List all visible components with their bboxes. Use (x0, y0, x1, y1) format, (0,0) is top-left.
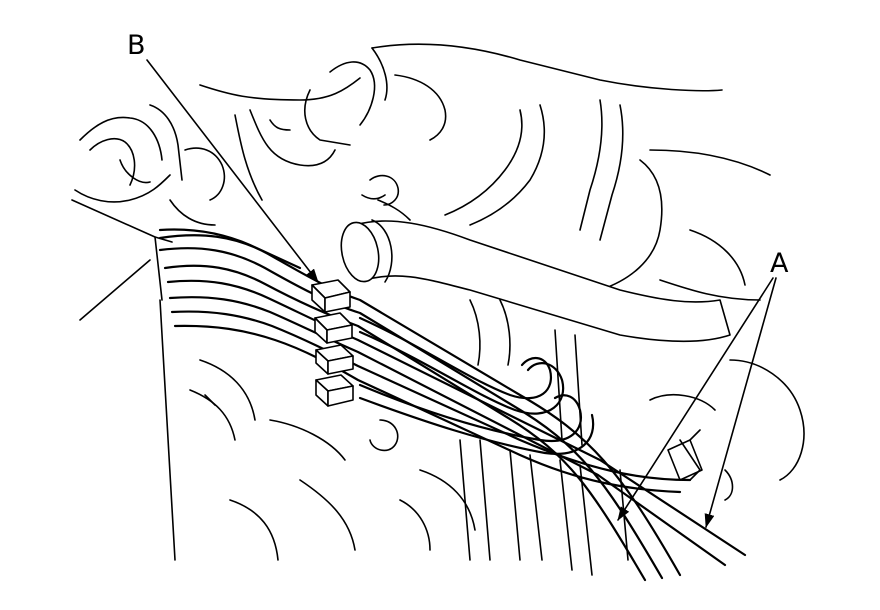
leader-a-left (617, 277, 774, 521)
leader-b (146, 59, 319, 283)
callout-label-b: B (127, 30, 146, 61)
coolant-hose (340, 174, 731, 343)
engine-background (71, 43, 805, 576)
callout-label-a: A (770, 248, 789, 279)
leader-a-right (704, 277, 777, 528)
line-clip (311, 279, 354, 407)
callout-leaders (146, 59, 777, 528)
